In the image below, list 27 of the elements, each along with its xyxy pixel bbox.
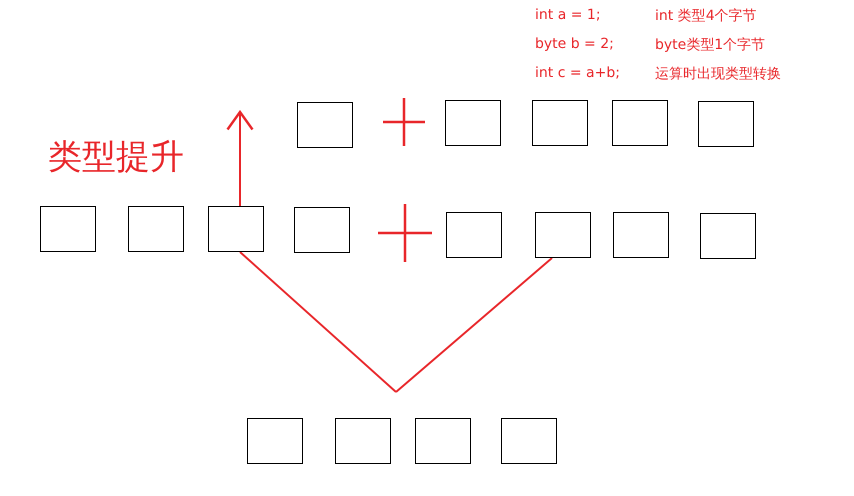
- comment-text: byte类型1个字节: [655, 36, 766, 54]
- byte-box: [501, 418, 557, 464]
- byte-box: [698, 101, 754, 147]
- code-line: int a = 1;: [535, 7, 601, 23]
- byte-box: [415, 418, 471, 464]
- byte-box: [297, 102, 353, 148]
- arrow: [226, 110, 254, 206]
- byte-box: [294, 207, 350, 253]
- byte-box: [535, 212, 591, 258]
- byte-box: [128, 206, 184, 252]
- comment-text: 运算时出现类型转换: [655, 65, 781, 83]
- line: [239, 251, 397, 393]
- line: [395, 257, 553, 393]
- byte-box: [446, 212, 502, 258]
- byte-box: [613, 212, 669, 258]
- comment-text: int 类型4个字节: [655, 7, 757, 25]
- byte-box: [208, 206, 264, 252]
- byte-box: [335, 418, 391, 464]
- annotation-text: 类型提升: [48, 136, 184, 179]
- byte-box: [445, 100, 501, 146]
- byte-box: [612, 100, 668, 146]
- byte-box: [40, 206, 96, 252]
- byte-box: [700, 213, 756, 259]
- byte-box: [532, 100, 588, 146]
- code-line: int c = a+b;: [535, 65, 620, 81]
- code-line: byte b = 2;: [535, 36, 614, 52]
- byte-box: [247, 418, 303, 464]
